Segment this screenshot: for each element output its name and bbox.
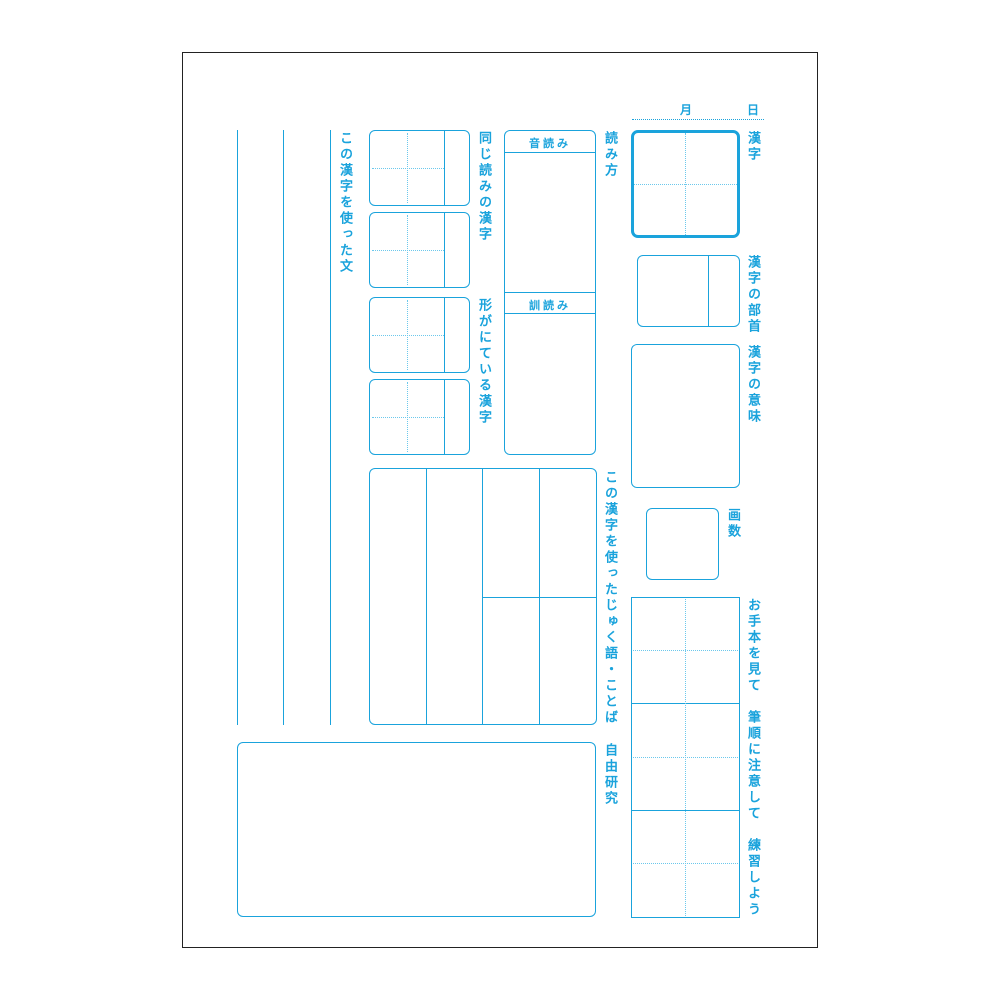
radical-box[interactable] [637,255,740,327]
similar-shape-box-1[interactable] [369,297,470,373]
guide-line [372,335,444,336]
radical-label: 漢字の部首 [745,255,760,335]
similar-shape-label: 形がにている漢字 [476,298,491,426]
divider [504,152,596,153]
writing-line [283,130,284,725]
writing-line [330,130,331,725]
guide-line [633,757,738,758]
free-study-label: 自由研究 [602,743,617,807]
guide-line [633,863,738,864]
divider [444,379,445,455]
practice-label: お手本を見て 筆順に注意して 練習しよう [745,598,760,918]
divider [444,297,445,373]
compounds-label: この漢字を使ったじゅく語・ことば [602,470,617,726]
date-line [632,119,764,120]
divider [444,212,445,288]
meaning-label: 漢字の意味 [745,345,760,425]
same-reading-box-2[interactable] [369,212,470,288]
divider [504,292,596,293]
stroke-count-box[interactable] [646,508,719,580]
stroke-count-label: 画数 [725,508,740,540]
worksheet-page [182,52,818,948]
free-study-box[interactable] [237,742,596,917]
divider [444,130,445,206]
same-reading-label: 同じ読みの漢字 [476,131,491,243]
kanji-box[interactable] [631,130,740,238]
guide-line [634,184,737,185]
similar-shape-box-2[interactable] [369,379,470,455]
divider [426,468,427,725]
divider [504,313,596,314]
divider [539,468,540,725]
meaning-box[interactable] [631,344,740,488]
kanji-label: 漢字 [745,131,760,163]
on-reading-header: 音読み [529,137,571,150]
guide-line [372,417,444,418]
reading-label: 読み方 [602,131,617,179]
same-reading-box-1[interactable] [369,130,470,206]
month-label: 月 [680,103,693,117]
kun-reading-header: 訓読み [529,299,571,312]
divider [482,468,483,725]
guide-line [372,168,444,169]
practice-grid[interactable] [631,597,740,918]
writing-line [237,130,238,725]
divider [708,255,709,327]
divider [482,597,597,598]
guide-line [633,650,738,651]
guide-line [372,250,444,251]
compounds-grid[interactable] [369,468,597,725]
sentence-label: この漢字を使った文 [337,131,352,275]
day-label: 日 [747,103,760,117]
